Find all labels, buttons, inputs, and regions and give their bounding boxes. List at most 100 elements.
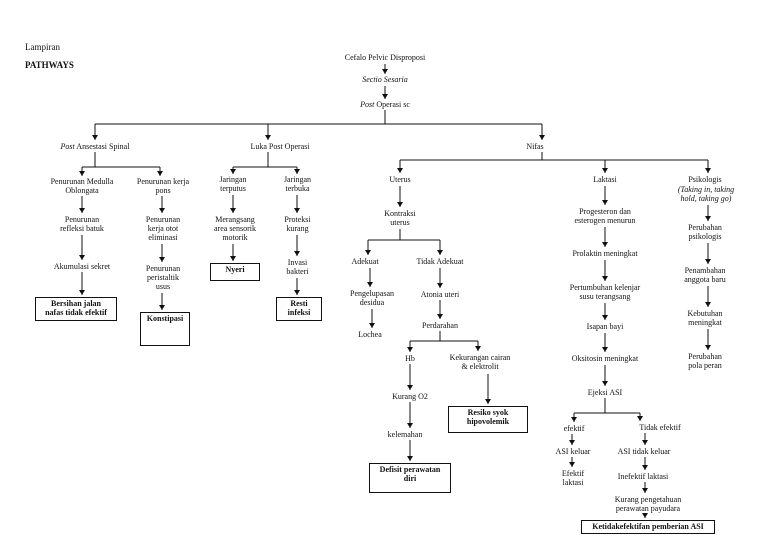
node-hb: Hb (405, 354, 415, 363)
arrow-head-9 (265, 135, 271, 140)
arrow-head-111 (642, 488, 648, 493)
arrow-head-63 (367, 282, 373, 287)
arrow-head-109 (642, 465, 648, 470)
arrow-head-89 (602, 276, 608, 281)
node-lochea: Lochea (358, 330, 382, 339)
arrow-head-119 (705, 302, 711, 307)
node-psikologis: Psikologis (688, 175, 722, 184)
arrow-head-107 (642, 440, 648, 445)
node-post-anestesi-spinal: Post Ansestasi Spinal (60, 142, 130, 151)
arrow-head-45 (294, 290, 300, 295)
arrow-head-69 (437, 314, 443, 319)
node-prolaktin: Prolaktin meningkat (572, 249, 638, 258)
node-nifas: Nifas (526, 142, 544, 151)
arrow-head-19 (79, 208, 85, 213)
arrow-head-59 (365, 250, 371, 255)
node-tidak-adekuat: Tidak Adekuat (416, 257, 464, 266)
arrow-head-87 (602, 242, 608, 247)
arrow-head-53 (705, 168, 711, 173)
arrow-head-27 (159, 257, 165, 262)
arrow-head-121 (705, 345, 711, 350)
lampiran-label: Lampiran (25, 42, 60, 52)
arrow-head-43 (294, 251, 300, 256)
node-kekurangan-cairan: Kekurangan cairan& elektrolit (449, 353, 511, 371)
arrow-head-85 (602, 200, 608, 205)
diagnosis-ketidakefektifan-asi: Ketidakefektifan pemberian ASI (581, 520, 715, 534)
node-post-operasi-sc: Post Operasi sc (360, 100, 410, 109)
node-inefektif-laktasi: Inefektif laktasi (617, 472, 669, 481)
arrow-head-75 (475, 346, 481, 351)
arrow-head-1 (382, 69, 388, 74)
node-sectio-sesaria: Sectio Sesaria (362, 75, 408, 84)
node-kurang-o2: Kurang O2 (392, 392, 428, 401)
diagnosis-nyeri: Nyeri (210, 263, 260, 281)
arrow-head-77 (407, 385, 413, 390)
arrow-head-23 (79, 290, 85, 295)
node-ejeksi-asi: Ejeksi ASI (587, 388, 623, 397)
arrow-head-33 (230, 169, 236, 174)
arrow-head-95 (602, 381, 608, 386)
node-asi-tidak-keluar: ASI tidak keluar (617, 447, 671, 456)
node-efektif: efektif (563, 424, 585, 433)
arrow-head-103 (569, 440, 575, 445)
arrow-head-21 (79, 255, 85, 260)
node-uterus: Uterus (389, 175, 411, 184)
node-luka-post-operasi: Luka Post Operasi (250, 142, 310, 151)
node-kelemahan: kelemahan (387, 430, 423, 439)
arrow-head-113 (642, 513, 648, 518)
arrow-head-7 (92, 135, 98, 140)
arrow-head-37 (230, 208, 236, 213)
arrow-head-17 (157, 171, 163, 176)
arrow-head-101 (637, 416, 643, 421)
arrow-head-73 (407, 347, 413, 352)
arrow-head-81 (407, 456, 413, 461)
node-tidak-efektif: Tidak efektif (639, 423, 681, 432)
arrow-head-67 (437, 283, 443, 288)
node-asi-keluar: ASI keluar (555, 447, 591, 456)
arrow-head-55 (397, 202, 403, 207)
arrow-head-115 (705, 216, 711, 221)
node-perdarahan: Perdarahan (422, 321, 458, 330)
page-title: PATHWAYS (25, 60, 74, 70)
arrow-head-93 (602, 347, 608, 352)
arrow-head-39 (230, 256, 236, 261)
arrow-head-79 (407, 423, 413, 428)
arrow-head-65 (369, 323, 375, 328)
node-laktasi: Laktasi (593, 175, 617, 184)
arrow-head-83 (485, 399, 491, 404)
arrow-head-61 (437, 250, 443, 255)
arrow-head-3 (382, 94, 388, 99)
arrow-head-91 (602, 315, 608, 320)
arrow-head-51 (602, 168, 608, 173)
node-oksitosin: Oksitosin meningkat (571, 354, 639, 363)
node-cefalo-pelvic: Cefalo Pelvic Disproposi (344, 53, 426, 62)
arrow-head-29 (159, 305, 165, 310)
diagnosis-konstipasi: Konstipasi (140, 312, 190, 346)
arrow-head-99 (571, 417, 577, 422)
node-adekuat: Adekuat (351, 257, 379, 266)
